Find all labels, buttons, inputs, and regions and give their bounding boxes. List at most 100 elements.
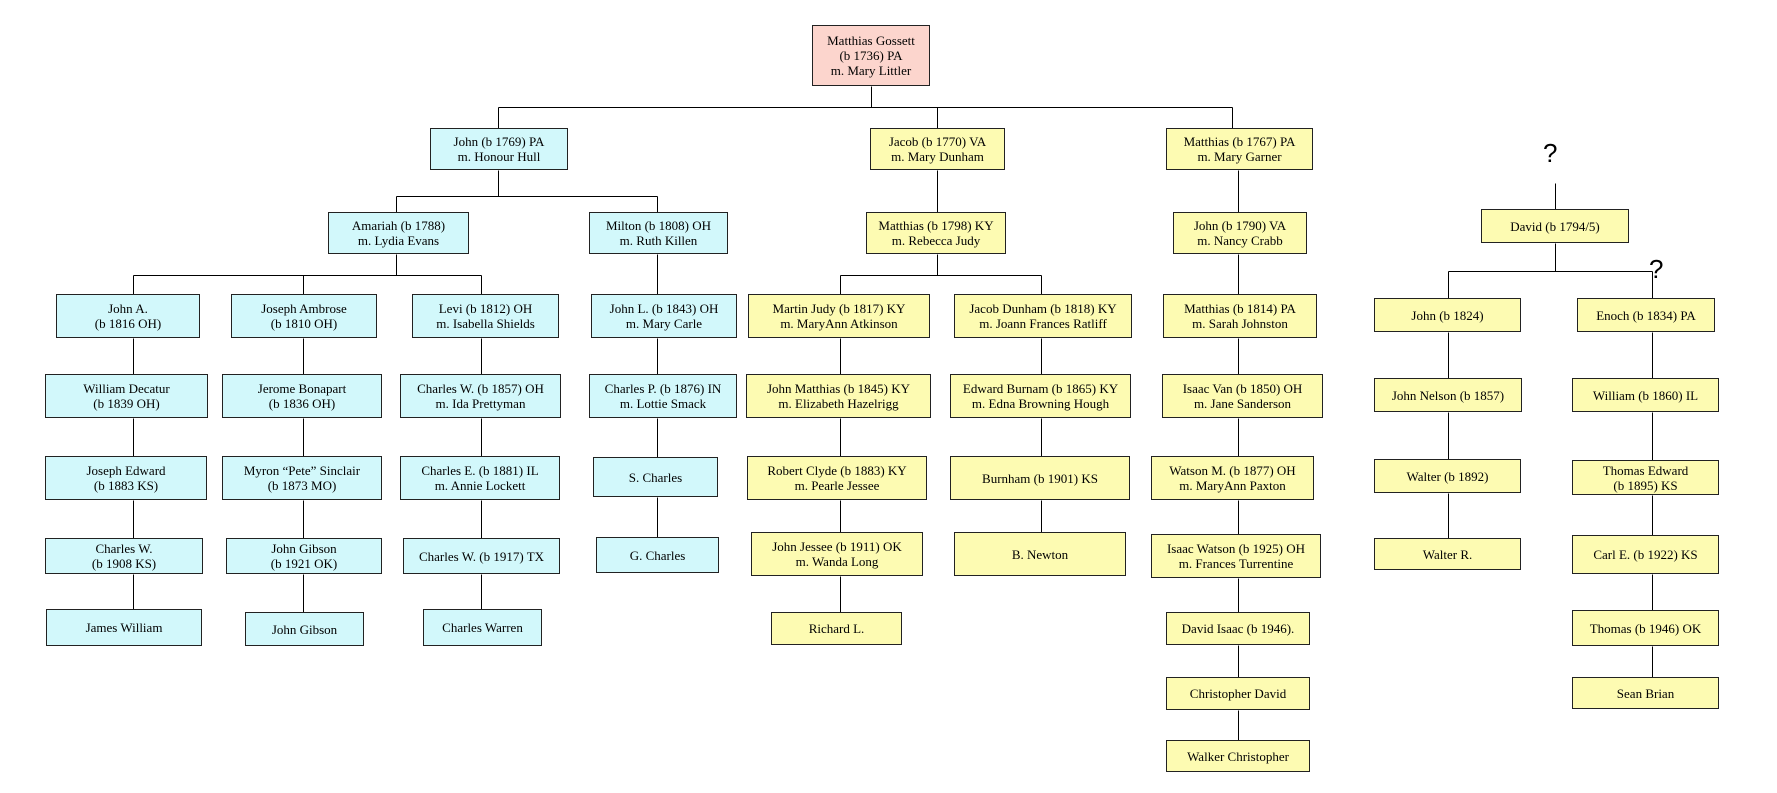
person-detail: m. Joann Frances Ratliff [979,316,1107,331]
person-amariah-1788: Amariah (b 1788)m. Lydia Evans [328,212,469,254]
person-name: Matthias (b 1767) PA [1183,134,1296,149]
person-detail: m. Mary Carle [625,316,703,331]
person-detail: (b 1816 OH) [94,316,162,331]
person-name: John (b 1769) PA [453,134,545,149]
person-charles-w-1917: Charles W. (b 1917) TX [403,538,560,574]
person-detail: (b 1921 OK) [270,556,338,571]
person-john-nelson-1857: John Nelson (b 1857) [1374,378,1522,412]
person-name: Watson M. (b 1877) OH [1169,463,1296,478]
unknown-link-mark: ? [1649,254,1664,284]
person-name: Walter (b 1892) [1406,468,1489,484]
person-sean-brian: Sean Brian [1572,677,1719,709]
person-name: Matthias Gossett [827,33,915,48]
person-name: Robert Clyde (b 1883) KY [767,463,907,478]
person-walker-christopher: Walker Christopher [1166,740,1310,772]
person-name: Charles W. (b 1917) TX [418,548,545,564]
person-name: Charles P. (b 1876) IN [604,381,722,396]
person-name: John Gibson [271,541,337,556]
person-name: Matthias (b 1798) KY [878,218,994,233]
person-name: G. Charles [629,547,686,563]
person-detail: m. Jane Sanderson [1193,396,1292,411]
person-name: Milton (b 1808) OH [605,218,712,233]
person-detail: m. Annie Lockett [434,478,526,493]
person-name: Thomas (b 1946) OK [1589,620,1702,636]
person-name: Joseph Ambrose [261,301,347,316]
person-john-a-1816: John A.(b 1816 OH) [56,294,200,338]
person-charles-w-1908: Charles W.(b 1908 KS) [45,538,203,574]
person-name: S. Charles [628,469,683,485]
person-detail: m. Wanda Long [795,554,879,569]
person-name: Jacob (b 1770) VA [888,134,987,149]
person-joseph-ambrose-1810: Joseph Ambrose(b 1810 OH) [231,294,377,338]
person-detail: m. Isabella Shields [436,316,535,331]
person-detail: m. Nancy Crabb [1197,233,1283,248]
person-name: David Isaac (b 1946). [1181,621,1295,636]
person-name: Sean Brian [1616,685,1675,701]
person-detail: (b 1736) PA [839,48,903,63]
person-name: Jerome Bonapart [257,381,347,396]
person-name: William Decatur [83,381,170,396]
person-detail: (b 1836 OH) [268,396,336,411]
person-s-charles: S. Charles [593,457,718,497]
person-g-charles: G. Charles [596,537,719,573]
person-detail: m. Ruth Killen [619,233,698,248]
person-name: Isaac Watson (b 1925) OH [1166,541,1306,556]
person-name: Richard L. [808,621,865,636]
person-name: John (b 1824) [1411,307,1484,323]
person-enoch-1834: Enoch (b 1834) PA [1577,298,1715,332]
person-john-gibson: John Gibson [245,612,364,646]
person-john-gibson-1921: John Gibson(b 1921 OK) [226,538,382,574]
person-david-1794: David (b 1794/5) [1481,209,1629,243]
person-charles-warren: Charles Warren [423,609,542,646]
person-name: John L. (b 1843) OH [609,301,719,316]
person-name: Myron “Pete” Sinclair [243,463,361,478]
person-name: John Jessee (b 1911) OK [772,539,902,554]
person-detail: m. Honour Hull [457,149,541,164]
person-detail: (b 1883 KS) [93,478,159,493]
person-name: Levi (b 1812) OH [438,301,533,316]
person-name: Martin Judy (b 1817) KY [772,301,906,316]
person-name: Enoch (b 1834) PA [1596,307,1696,323]
person-detail: m. Elizabeth Hazelrigg [778,396,899,411]
person-name: Isaac Van (b 1850) OH [1182,381,1303,396]
person-william-decatur-1839: William Decatur(b 1839 OH) [45,374,208,418]
person-name: Joseph Edward [86,463,166,478]
person-name: Charles E. (b 1881) IL [421,463,539,478]
person-detail: m. MaryAnn Paxton [1179,478,1286,493]
person-carl-e-1922: Carl E. (b 1922) KS [1572,535,1719,574]
person-myron-pete-1873: Myron “Pete” Sinclair(b 1873 MO) [222,456,382,500]
person-detail: m. Sarah Johnston [1192,316,1288,331]
person-b-newton: B. Newton [954,532,1126,576]
person-detail: m. Frances Turrentine [1178,556,1294,571]
person-william-1860: William (b 1860) IL [1572,378,1719,412]
person-detail: m. Lydia Evans [357,233,440,248]
person-name: Christopher David [1189,686,1287,701]
person-name: Jacob Dunham (b 1818) KY [969,301,1117,316]
person-name: Charles W. (b 1857) OH [417,381,544,396]
person-name: Edward Burnam (b 1865) KY [962,381,1119,396]
person-name: Matthias (b 1814) PA [1184,301,1296,316]
person-john-1824: John (b 1824) [1374,298,1521,332]
person-name: John (b 1790) VA [1193,218,1287,233]
person-name: B. Newton [1011,546,1069,562]
person-detail: m. Edna Browning Hough [971,396,1110,411]
person-detail: m. Mary Garner [1197,149,1282,164]
